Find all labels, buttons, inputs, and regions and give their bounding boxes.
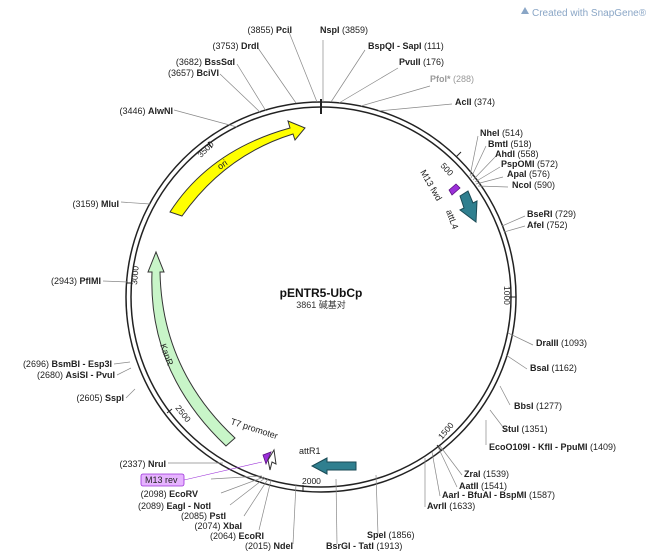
site-eco0109i: EcoO109I - KflI - PpuMI (1409): [489, 442, 616, 452]
site-ncoi: NcoI (590): [512, 180, 555, 190]
plasmid-name: pENTR5-UbCp: [280, 286, 363, 300]
site-pflmi: (2943) PflMI: [51, 276, 101, 286]
site-draiii: DraIII (1093): [536, 338, 587, 348]
tick-3000: 3000: [129, 265, 141, 285]
plasmid-size: 3861 碱基对: [296, 299, 346, 310]
credit-text: Created with SnapGene®: [532, 8, 647, 19]
feature-t7-promoter-label: T7 promoter: [229, 416, 279, 441]
site-bspqi-sapi: BspQI - SapI (111): [368, 41, 444, 51]
site-eagi-noti: (2089) EagI - NotI: [138, 501, 211, 511]
site-ecori: (2064) EcoRI: [210, 531, 264, 541]
site-bbsi: BbsI (1277): [514, 401, 562, 411]
site-pfoi: PfoI* (288): [430, 74, 474, 84]
site-spei: SpeI (1856): [367, 530, 415, 540]
feature-attr1[interactable]: [310, 457, 357, 475]
site-bsmbi: (2696) BsmBI - Esp3I: [23, 359, 112, 369]
site-ecorv: (2098) EcoRV: [141, 489, 198, 499]
site-ahdi: AhdI (558): [495, 149, 539, 159]
snapgene-credit: Created with SnapGene®: [521, 7, 647, 19]
m13-rev-tag[interactable]: M13 rev: [140, 461, 263, 487]
site-afei: AfeI (752): [527, 220, 568, 230]
site-labels: NspI (3859) BspQI - SapI (111) PvuII (17…: [320, 25, 616, 551]
site-bseri: BseRI (729): [527, 209, 576, 219]
site-labels-left: (3855) PciI (3753) DrdI (3682) BssSαI (3…: [23, 25, 293, 551]
site-nspi: NspI (3859): [320, 25, 368, 35]
site-bsssai: (3682) BssSαI: [176, 57, 235, 67]
feature-attl4-label: attL4: [444, 208, 460, 230]
tick-3500: 3500: [195, 139, 216, 160]
site-pcii: (3855) PciI: [247, 25, 292, 35]
tick-1000: 1000: [502, 286, 512, 305]
site-pspomi: PspOMI (572): [501, 159, 558, 169]
site-bsai: BsaI (1162): [530, 363, 577, 373]
site-pvuii: PvuII (176): [399, 57, 444, 67]
tick-2000: 2000: [302, 476, 321, 486]
feature-ori-label: ori: [215, 158, 229, 172]
feature-attr1-label: attR1: [299, 446, 321, 456]
site-bsrgi: BsrGI - TatI (1913): [326, 541, 402, 551]
site-apai: ApaI (576): [507, 169, 550, 179]
site-acli: AclI (374): [455, 97, 495, 107]
site-stui: StuI (1351): [502, 424, 548, 434]
site-ndei: (2015) NdeI: [245, 541, 293, 551]
feature-kanr[interactable]: [147, 250, 236, 447]
feature-m13-rev[interactable]: [262, 451, 272, 466]
site-psti: (2085) PstI: [181, 511, 226, 521]
site-alwni: (3446) AlwNI: [119, 106, 173, 116]
site-asisi: (2680) AsiSI - PvuI: [37, 370, 115, 380]
site-leader-lines: [102, 31, 534, 545]
site-aari: AarI - BfuAI - BspMI (1587): [442, 490, 555, 500]
site-bcivi: (3657) BciVI: [168, 68, 219, 78]
feature-t7-promoter[interactable]: [267, 448, 277, 471]
snapgene-logo-icon: [521, 7, 529, 14]
site-nrui: (2337) NruI: [119, 459, 166, 469]
site-avrii: AvrII (1633): [427, 501, 475, 511]
feature-m13-fwd[interactable]: [448, 183, 461, 196]
tick-1500: 1500: [436, 420, 456, 441]
site-bmti: BmtI (518): [488, 139, 532, 149]
site-nhei: NheI (514): [480, 128, 523, 138]
feature-m13-fwd-label: M13 fwd: [418, 168, 444, 202]
tick-500: 500: [439, 161, 456, 178]
site-xbai: (2074) XbaI: [194, 521, 242, 531]
feature-ori[interactable]: [169, 120, 306, 217]
site-aatii: AatII (1541): [459, 481, 507, 491]
site-sspi: (2605) SspI: [76, 393, 124, 403]
site-mlui: (3159) MluI: [72, 199, 119, 209]
m13-rev-label: M13 rev: [145, 475, 178, 485]
feature-attl4[interactable]: [459, 190, 478, 223]
site-drdi: (3753) DrdI: [212, 41, 259, 51]
site-zrai: ZraI (1539): [464, 469, 509, 479]
